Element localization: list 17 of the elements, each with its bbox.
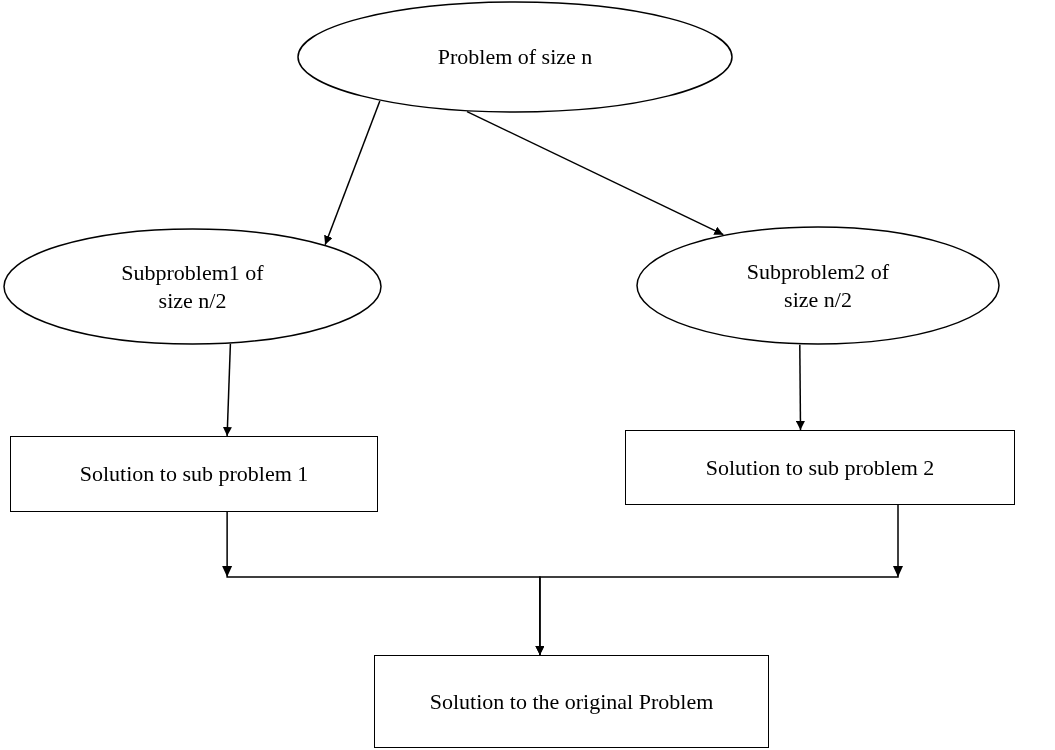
node-label: Problem of size n — [437, 43, 593, 71]
arrow — [222, 343, 232, 437]
ellipse-node — [3, 228, 382, 345]
arrow — [324, 100, 381, 246]
ellipse-node — [636, 226, 1000, 345]
process-box — [374, 655, 769, 748]
node-label: Subproblem1 of size n/2 — [120, 259, 265, 314]
node-label: Solution to sub problem 1 — [79, 460, 309, 488]
process-box — [10, 436, 378, 512]
process-box — [625, 430, 1015, 505]
node-label: Subproblem2 of size n/2 — [745, 258, 891, 313]
ellipse-node — [297, 1, 733, 113]
node-label: Solution to sub problem 2 — [705, 453, 935, 482]
arrow — [466, 110, 725, 236]
arrow — [535, 504, 903, 656]
arrow — [795, 343, 805, 431]
node-label: Solution to the original Problem — [429, 687, 714, 716]
